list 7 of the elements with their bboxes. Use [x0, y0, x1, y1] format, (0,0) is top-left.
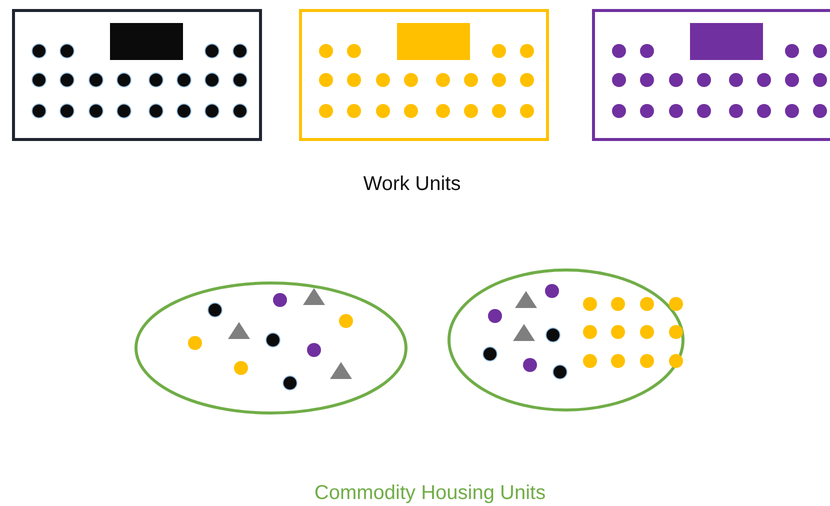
- housing-ellipse: [134, 281, 408, 415]
- caption-text: Commodity Housing Units: [314, 482, 546, 505]
- work-unit-box: [12, 9, 262, 141]
- work-unit-box: [592, 9, 830, 141]
- housing-ellipse: [447, 268, 685, 412]
- caption-text: Work Units: [363, 173, 461, 196]
- work-unit-box: [299, 9, 549, 141]
